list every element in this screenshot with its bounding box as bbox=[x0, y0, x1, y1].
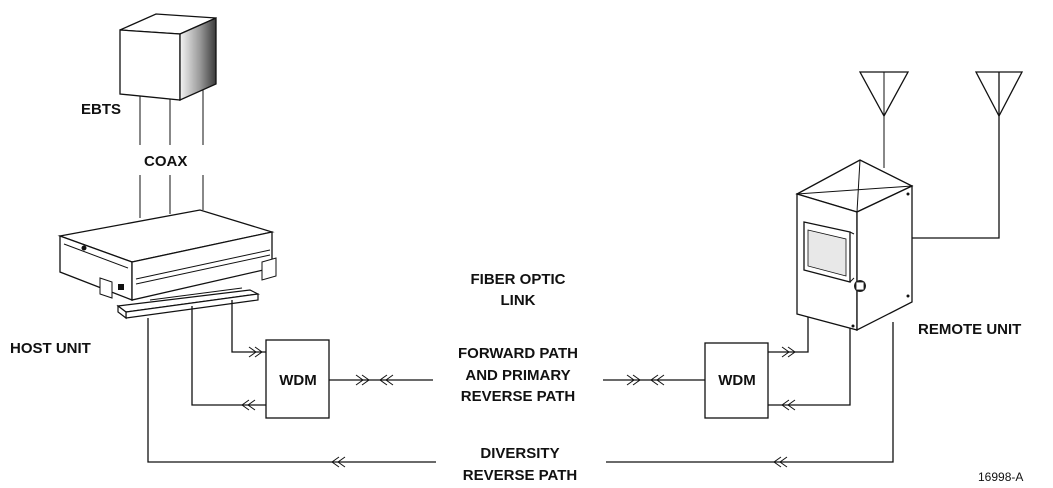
forward-path-label-line1: FORWARD PATH bbox=[458, 345, 578, 362]
remote-unit-cabinet bbox=[795, 159, 914, 332]
wdm-left bbox=[265, 339, 330, 419]
antenna-1 bbox=[858, 71, 910, 168]
fiber-optic-label-line2: LINK bbox=[501, 292, 536, 309]
diversity-arrows bbox=[331, 456, 788, 468]
wdm-right bbox=[704, 342, 769, 419]
antenna-2 bbox=[910, 71, 1024, 239]
wdm-left-label: WDM bbox=[279, 372, 317, 389]
wdm-right-label: WDM bbox=[718, 372, 756, 389]
fiber-link bbox=[329, 374, 705, 386]
remote-wdm-wiring bbox=[606, 316, 894, 463]
host-wdm-wiring bbox=[147, 300, 436, 463]
ebts-label: EBTS bbox=[81, 101, 121, 118]
ebts-cabinet bbox=[119, 13, 217, 102]
forward-path-label-line2: AND PRIMARY bbox=[465, 367, 570, 384]
host-unit-chassis bbox=[57, 209, 277, 320]
remote-unit-label: REMOTE UNIT bbox=[918, 321, 1021, 338]
forward-path-label-line3: REVERSE PATH bbox=[461, 388, 575, 405]
diversity-label-line1: DIVERSITY bbox=[480, 445, 559, 462]
figure-id: 16998-A bbox=[978, 470, 1023, 484]
host-unit-label: HOST UNIT bbox=[10, 340, 91, 357]
fiber-optic-label-line1: FIBER OPTIC bbox=[470, 271, 565, 288]
diversity-label-line2: REVERSE PATH bbox=[463, 467, 577, 484]
coax-cables bbox=[139, 90, 204, 218]
coax-label: COAX bbox=[144, 153, 187, 170]
